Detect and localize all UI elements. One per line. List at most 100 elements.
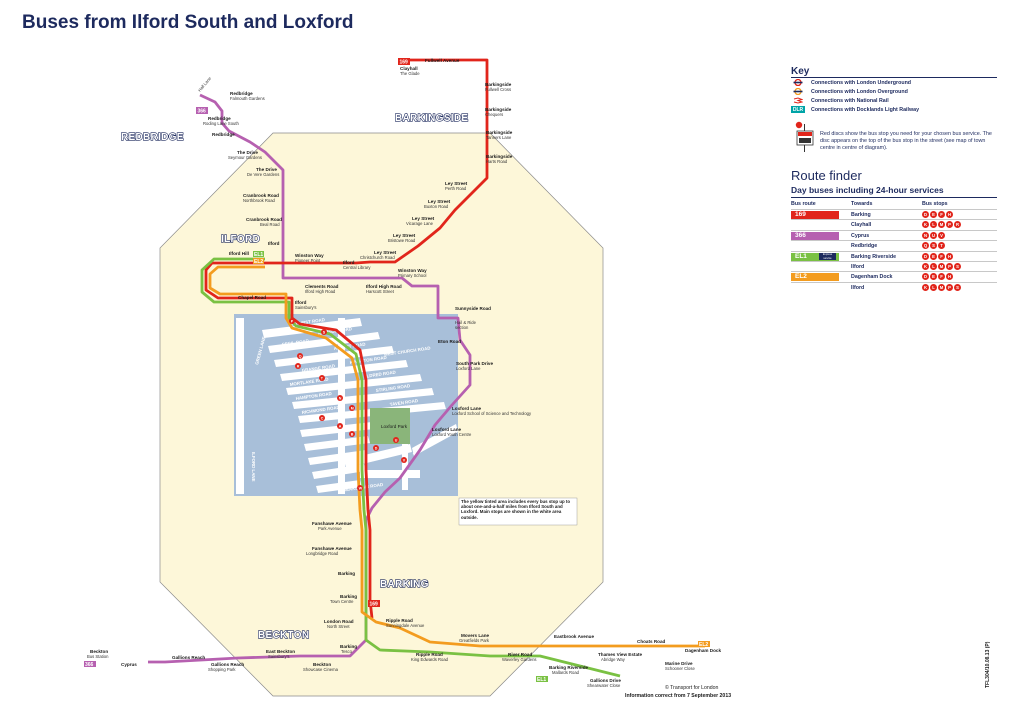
svg-text:Showcase Cinema: Showcase Cinema: [303, 667, 339, 672]
towards-label: Clayhall: [851, 222, 872, 229]
svg-text:River Road: River Road: [508, 652, 532, 657]
svg-text:Cranbrook Road: Cranbrook Road: [246, 217, 282, 222]
stop-disc: K: [922, 283, 929, 291]
svg-text:The Glade: The Glade: [400, 71, 420, 76]
route-finder-title: Route finder: [791, 168, 862, 183]
svg-text:Ilford Hill: Ilford Hill: [229, 251, 249, 256]
street-label: TAVEN ROAD: [389, 398, 418, 407]
stop-disc: L: [930, 263, 937, 270]
svg-text:Buxton Road: Buxton Road: [424, 204, 449, 209]
stop-disc: F: [938, 273, 945, 281]
stop-disc: D: [922, 252, 929, 260]
towards-label: Ilford: [851, 284, 865, 291]
towards-label: Ilford: [851, 264, 865, 270]
towards-label: Redbridge: [851, 243, 878, 250]
info-date: Information correct from 7 September 201…: [625, 693, 732, 699]
street-label: ABBOTS RD: [315, 470, 342, 479]
svg-text:U: U: [395, 438, 398, 442]
underground-roundel-icon: [791, 79, 805, 86]
svg-text:Movers Lane: Movers Lane: [461, 633, 490, 638]
route-badge: 366: [791, 231, 839, 240]
svg-text:Loxford Lane: Loxford Lane: [456, 366, 481, 371]
svg-text:Barking: Barking: [340, 644, 357, 649]
svg-text:Ley Street: Ley Street: [428, 199, 451, 204]
svg-text:Redbridge: Redbridge: [230, 91, 253, 96]
street-label: ASHURST ROAD: [289, 317, 325, 327]
svg-text:Gallions Reach: Gallions Reach: [211, 662, 244, 667]
route-el2-line: [208, 265, 705, 648]
loxford-park: [370, 408, 410, 444]
stop-discs: P S Q R T C A B U V W N M D: [289, 318, 407, 491]
svg-text:S: S: [323, 330, 326, 334]
svg-text:Sainsbury's: Sainsbury's: [268, 654, 290, 659]
svg-text:M: M: [351, 406, 354, 410]
stop-disc: P: [946, 283, 953, 291]
towards-label: Barking Riverside: [851, 253, 897, 260]
svg-text:Ley Street: Ley Street: [445, 181, 468, 186]
svg-text:Clayhall: Clayhall: [400, 66, 418, 71]
key-title: Key: [791, 66, 810, 77]
street-label: KINGSTON ROAD: [349, 355, 387, 365]
svg-text:De Vere Gardens: De Vere Gardens: [247, 172, 279, 177]
dlr-icon: DLR: [791, 106, 805, 113]
svg-text:Beal Road: Beal Road: [260, 222, 280, 227]
svg-text:Winston Way: Winston Way: [295, 253, 324, 258]
stop-disc: U: [930, 231, 937, 239]
svg-text:V: V: [403, 458, 406, 462]
stop-disc: L: [930, 221, 937, 229]
svg-text:King Edwards Road: King Edwards Road: [411, 657, 449, 662]
street-label: STANHOPE GARDENS: [311, 453, 359, 465]
street-label: ALBERT ROAD: [333, 342, 365, 351]
reference-code: TFL304/10.08.13 (P): [985, 641, 991, 688]
route-el2-badge: EL2: [698, 641, 710, 648]
svg-text:Loxford School of Science and: Loxford School of Science and Technology: [452, 411, 532, 416]
svg-text:Ilford High Road: Ilford High Road: [366, 284, 402, 289]
stop-disc: S: [930, 242, 937, 250]
svg-text:Hail & Ride: Hail & Ride: [455, 320, 477, 325]
svg-text:Fanshawe Avenue: Fanshawe Avenue: [312, 521, 352, 526]
stop-disc: H: [946, 252, 953, 260]
stop-disc: P: [946, 221, 953, 229]
svg-text:Mallards Road: Mallards Road: [552, 670, 580, 675]
svg-text:Greatfields Park: Greatfields Park: [459, 638, 490, 643]
bus-stop-icon: [795, 121, 815, 153]
svg-text:T: T: [321, 376, 324, 380]
route-finder-subtitle: Day buses including 24-hour services: [791, 185, 944, 195]
street-label: RIPPLE ROAD: [372, 472, 402, 477]
stop-disc: N: [922, 231, 929, 239]
svg-text:Pioneer Point: Pioneer Point: [295, 258, 321, 263]
svg-text:Tesco: Tesco: [341, 649, 353, 654]
svg-text:Eastbrook Avenue: Eastbrook Avenue: [554, 634, 594, 639]
page-title: Buses from Ilford South and Loxford: [22, 12, 354, 33]
svg-text:W: W: [359, 486, 363, 490]
area-label: REDBRIDGE: [121, 132, 184, 143]
svg-text:Ilford: Ilford: [343, 260, 355, 265]
stop-disc: S: [954, 283, 961, 291]
stop-disc: E: [930, 273, 937, 281]
route-el1-line: [200, 257, 621, 678]
copyright: © Transport for London: [665, 685, 719, 691]
street-label: KEW ROAD: [303, 429, 328, 437]
svg-text:Redbridge: Redbridge: [212, 132, 235, 137]
svg-text:Barkingside: Barkingside: [485, 82, 512, 87]
svg-text:Ley Street: Ley Street: [393, 233, 416, 238]
svg-text:P: P: [291, 319, 294, 323]
svg-text:A: A: [339, 424, 342, 428]
svg-text:EL2: EL2: [699, 642, 708, 648]
svg-text:Ripple Road: Ripple Road: [386, 618, 413, 623]
svg-text:North Street: North Street: [327, 624, 350, 629]
key-description: Red discs show the bus stop you need for…: [820, 131, 992, 151]
svg-text:Bristowe Road: Bristowe Road: [388, 238, 416, 243]
stop-labels: Fullwell Avenue Clayhall The Glade Barki…: [87, 58, 721, 688]
svg-text:Fanshawe Avenue: Fanshawe Avenue: [312, 546, 352, 551]
svg-text:Choats Road: Choats Road: [637, 639, 666, 644]
svg-text:Cyprus: Cyprus: [121, 662, 137, 667]
svg-text:South Park Drive: South Park Drive: [456, 361, 493, 366]
svg-text:Loxford Lane: Loxford Lane: [452, 406, 482, 411]
svg-text:Cranbrook Road: Cranbrook Road: [243, 193, 279, 198]
stop-disc: L: [930, 283, 937, 291]
